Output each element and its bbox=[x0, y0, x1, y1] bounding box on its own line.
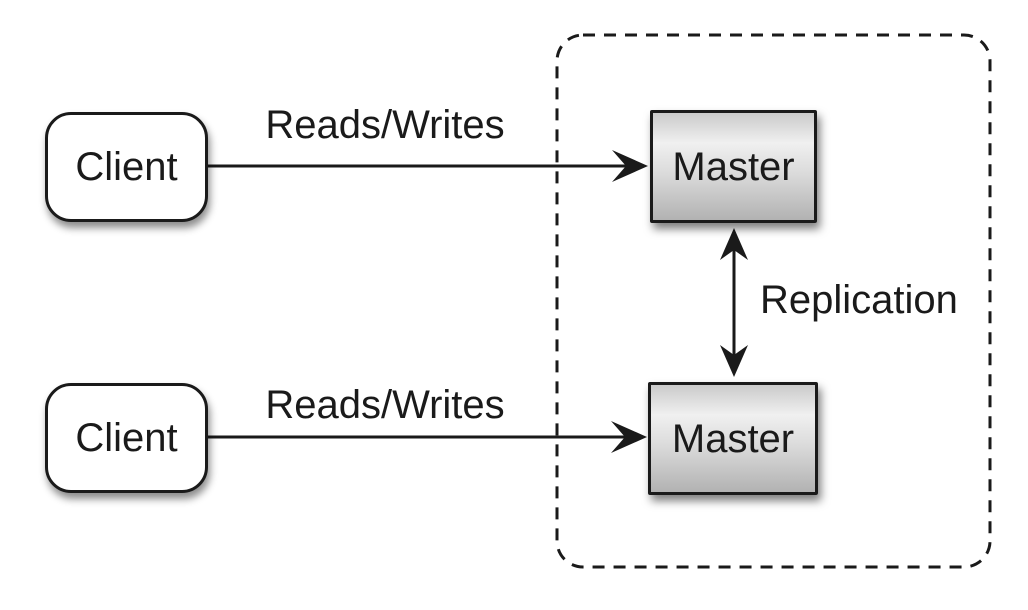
node-client-bottom-label: Client bbox=[75, 416, 178, 460]
edge-replication bbox=[720, 228, 748, 377]
edge-label-reads-writes-bottom: Reads/Writes bbox=[265, 383, 505, 427]
edge-label-replication: Replication bbox=[760, 278, 958, 322]
node-client-bottom: Client bbox=[45, 383, 208, 493]
arrowhead-right-icon bbox=[611, 421, 647, 453]
node-master-top-label: Master bbox=[672, 144, 795, 189]
node-master-bottom: Master bbox=[648, 382, 818, 495]
edge-reads-writes-bottom bbox=[208, 421, 647, 453]
arrowhead-up-icon bbox=[720, 228, 748, 260]
replication-cluster-dashed-border bbox=[555, 33, 992, 569]
arrowhead-right-icon bbox=[612, 150, 648, 182]
arrowhead-down-icon bbox=[720, 345, 748, 377]
edge-label-reads-writes-top: Reads/Writes bbox=[265, 103, 505, 147]
node-master-bottom-label: Master bbox=[671, 416, 795, 461]
node-client-top: Client bbox=[45, 112, 208, 222]
node-master-top: Master bbox=[650, 110, 817, 223]
node-client-top-label: Client bbox=[75, 145, 178, 189]
edge-reads-writes-top bbox=[208, 150, 648, 182]
